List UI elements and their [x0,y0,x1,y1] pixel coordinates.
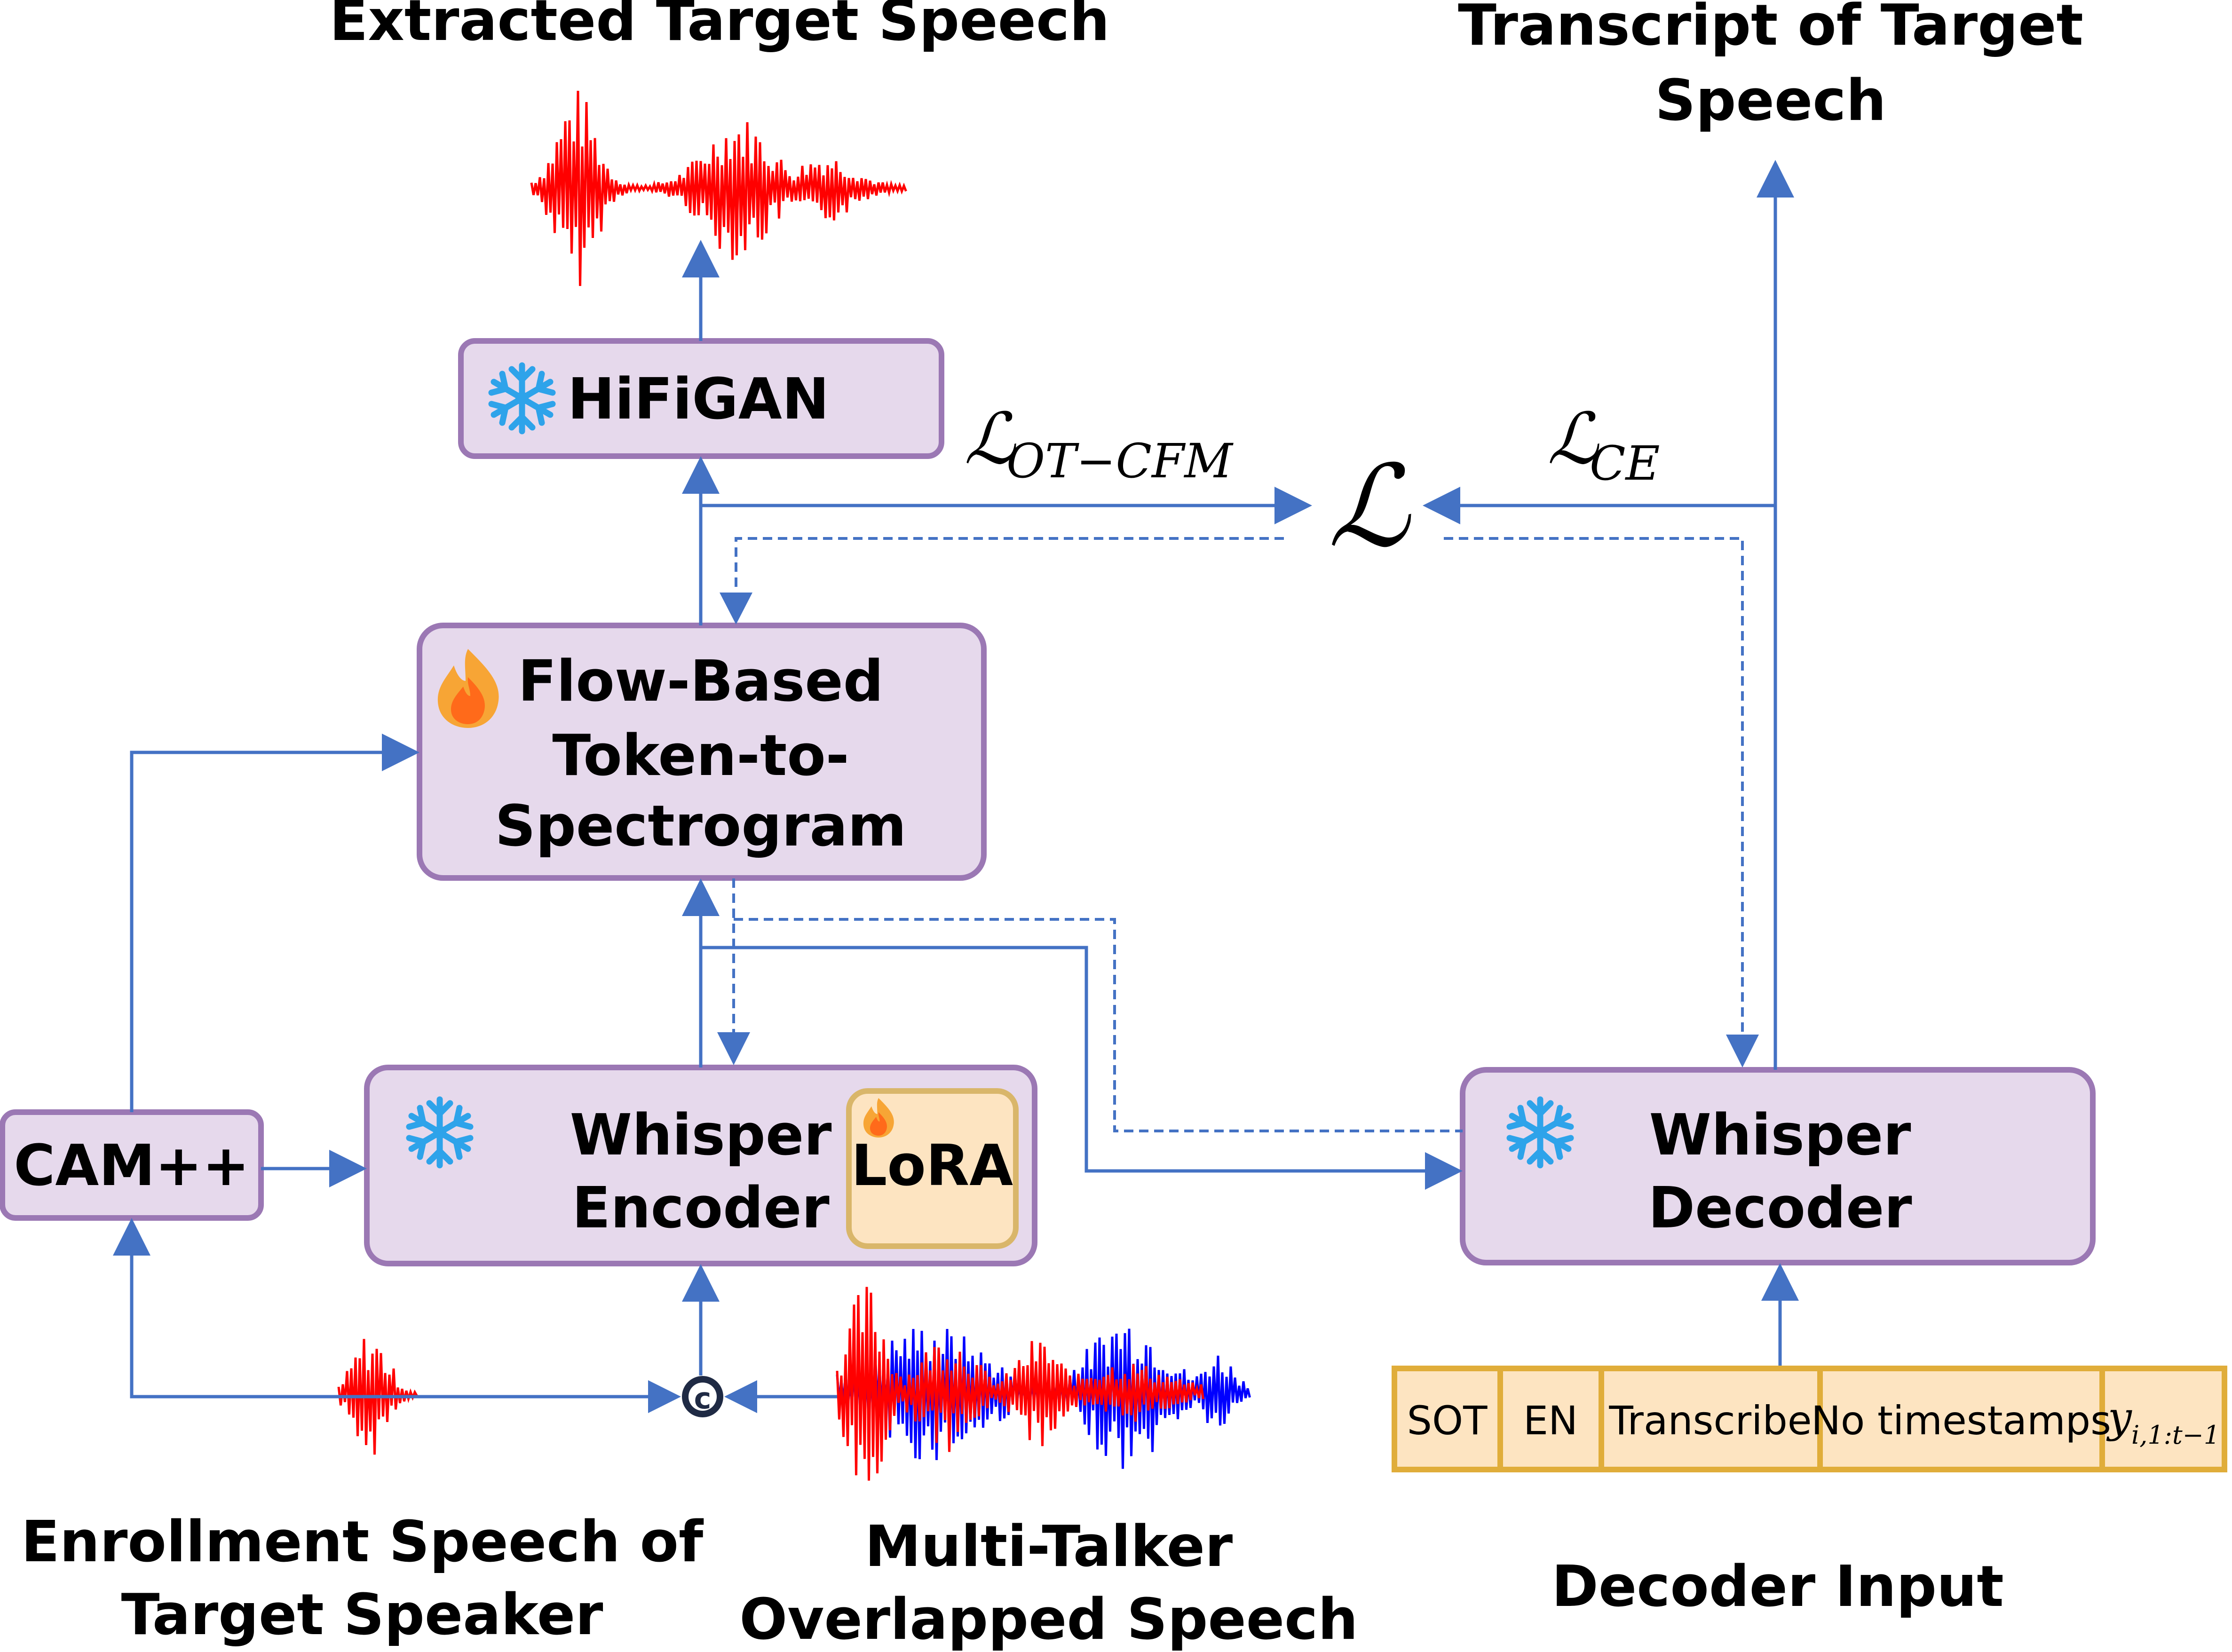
whisper-decoder-block: Whisper Decoder [1460,1067,2096,1265]
gradient-paths [717,537,1759,1132]
overlapped-speech-target-waveform [836,1287,1204,1481]
concat-symbol: c [694,1381,712,1415]
campp-label: CAM++ [14,1133,249,1199]
ce-loss-label: ℒ CE [1547,398,1660,491]
hifigan-block: HiFiGAN [458,338,944,459]
hifigan-label: HiFiGAN [568,367,829,432]
token-previous-outputs-base: y [2106,1393,2132,1442]
lora-adapter: LoRA [846,1088,1019,1249]
decoder-input-label: Decoder Input [1551,1554,2004,1620]
token-transcribe: Transcribe [1608,1398,1812,1444]
token-no-timestamps: No timestamps [1811,1398,2111,1444]
transcript-label-line1: Transcript of Target [1458,0,2083,58]
decoder-label-line2: Decoder [1648,1176,1912,1241]
lora-label: LoRA [851,1133,1013,1199]
token-previous-outputs: y i,1:t−1 [2106,1393,2220,1450]
ot-cfm-loss-label: ℒ OT−CFM [964,398,1234,489]
enrollment-speech-waveform [337,1339,418,1455]
flow-label-line1: Flow-Based [518,649,883,714]
ot-cfm-loss-symbol: ℒ [964,398,1016,480]
extracted-target-speech-label: Extracted Target Speech [329,0,1109,54]
decoder-input-tokens: SOT EN Transcribe No timestamps y i,1:t−… [1392,1366,2227,1472]
connector-lines [113,160,1799,1413]
decoder-label-line1: Whisper [1649,1103,1911,1168]
multitalker-label-line1: Multi-Talker [865,1514,1233,1580]
ce-loss-symbol: ℒ [1547,398,1599,480]
campp-block: CAM++ [0,1109,264,1221]
enrollment-label-line1: Enrollment Speech of [21,1510,704,1575]
flow-based-token-to-spectrogram-block: Flow-Based Token-to- Spectrogram [417,623,987,881]
encoder-label-line1: Whisper [570,1103,832,1168]
token-previous-outputs-subscript: i,1:t−1 [2131,1420,2220,1450]
encoder-label-line2: Encoder [572,1176,829,1241]
token-en: EN [1523,1398,1578,1444]
enrollment-label-line2: Target Speaker [121,1582,603,1648]
whisper-encoder-block: Whisper Encoder LoRA [364,1065,1037,1266]
ce-loss-subscript: CE [1590,436,1660,491]
flow-label-line2: Token-to- [552,723,849,789]
ot-cfm-loss-subscript: OT−CFM [1006,434,1234,489]
multitalker-label-line2: Overlapped Speech [739,1587,1358,1652]
concatenation-node: c [682,1376,723,1417]
total-loss-symbol: ℒ [1328,441,1411,572]
extracted-speech-waveform [530,91,907,286]
transcript-label-line2: Speech [1655,68,1886,134]
token-sot: SOT [1407,1398,1488,1444]
flow-label-line3: Spectrogram [495,794,907,859]
